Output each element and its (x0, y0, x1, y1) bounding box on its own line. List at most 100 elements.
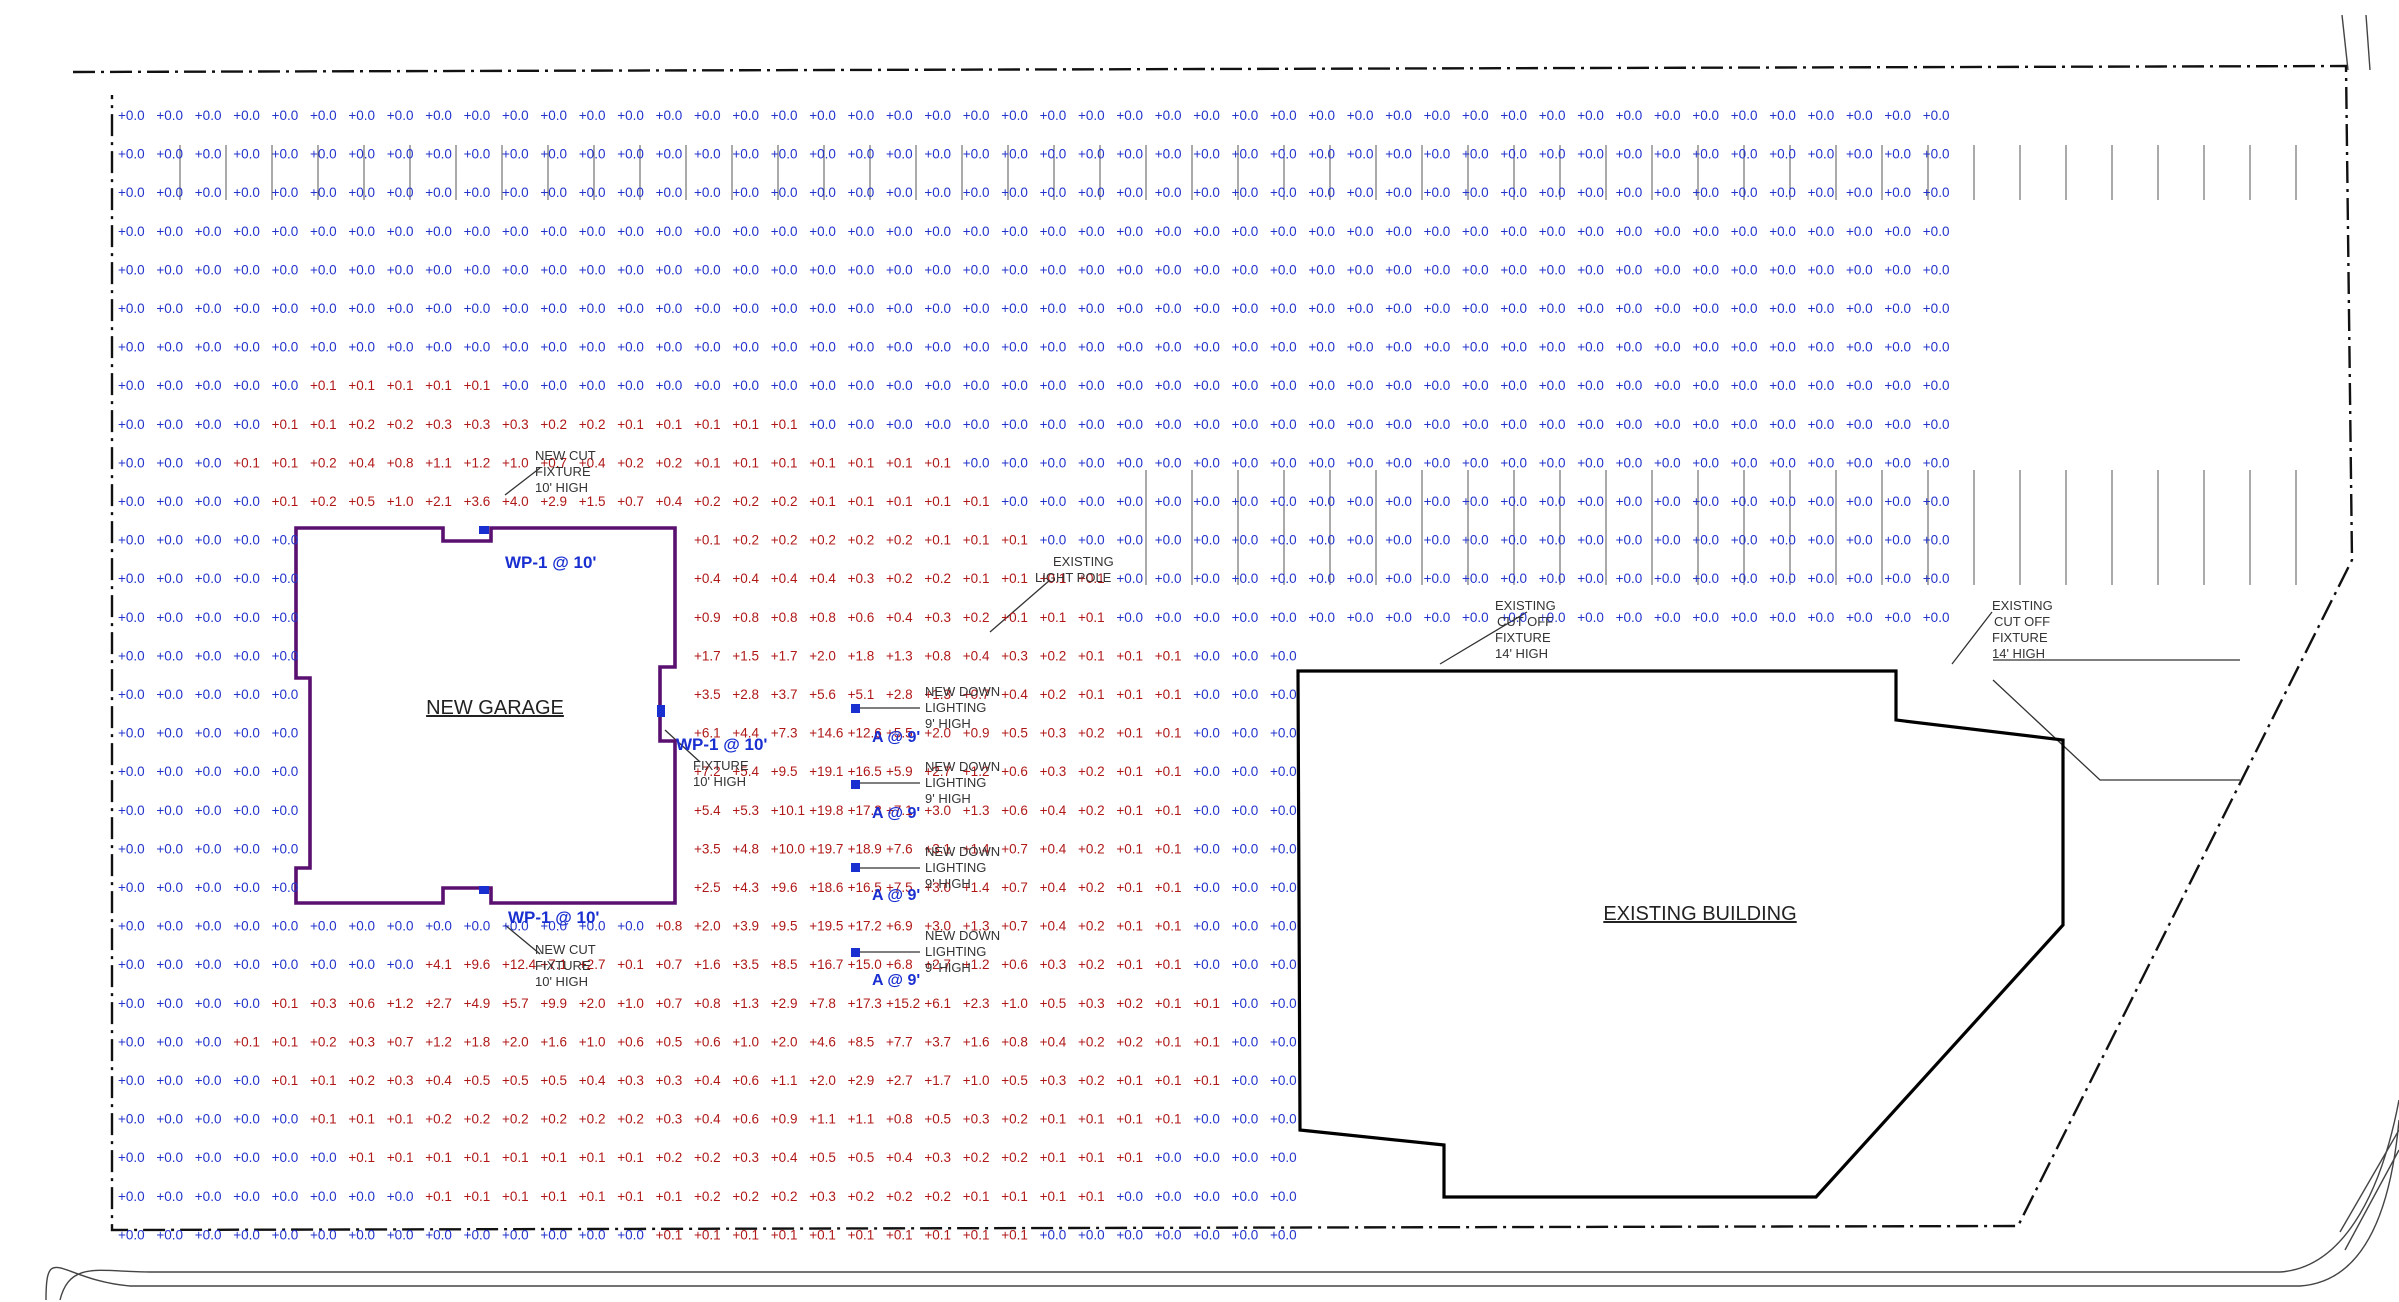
grid-value: +0.0 (1232, 803, 1259, 818)
grid-value: +0.0 (156, 185, 183, 200)
grid-value: +0.2 (1001, 1112, 1028, 1127)
grid-value: +0.0 (233, 417, 260, 432)
grid-value: +0.0 (1270, 919, 1297, 934)
grid-value: +0.7 (963, 687, 990, 702)
grid-value: +0.0 (1539, 533, 1566, 548)
grid-value: +0.1 (848, 494, 875, 509)
svg-text:NEW CUT: NEW CUT (535, 942, 596, 957)
grid-value: +0.0 (963, 417, 990, 432)
grid-value: +0.1 (272, 1034, 299, 1049)
grid-value: +0.0 (1616, 340, 1643, 355)
grid-value: +0.0 (1884, 610, 1911, 625)
grid-value: +0.0 (1193, 1150, 1220, 1165)
grid-value: +0.4 (1040, 919, 1067, 934)
svg-text:NEW DOWN: NEW DOWN (925, 928, 1000, 943)
grid-value: +0.0 (886, 417, 913, 432)
grid-value: +0.0 (118, 841, 145, 856)
grid-value: +0.7 (1001, 919, 1028, 934)
grid-value: +0.0 (1808, 262, 1835, 277)
grid-value: +0.0 (1424, 571, 1451, 586)
grid-value: +0.0 (1769, 378, 1796, 393)
grid-value: +0.0 (118, 1073, 145, 1088)
grid-value: +0.3 (1040, 764, 1067, 779)
grid-value: +0.0 (195, 494, 222, 509)
wp1-label-north: WP-1 @ 10' (505, 553, 596, 572)
grid-value: +8.5 (771, 957, 798, 972)
grid-value: +0.3 (924, 610, 951, 625)
grid-value: +0.0 (732, 301, 759, 316)
grid-value: +0.2 (310, 494, 337, 509)
grid-value: +0.1 (963, 494, 990, 509)
grid-value: +5.6 (809, 687, 836, 702)
grid-value: +0.0 (732, 340, 759, 355)
grid-value: +0.0 (1155, 610, 1182, 625)
grid-value: +0.0 (464, 108, 491, 123)
grid-value: +0.4 (886, 1150, 913, 1165)
grid-value: +0.0 (1923, 301, 1950, 316)
grid-value: +0.0 (1193, 108, 1220, 123)
grid-value: +0.0 (732, 108, 759, 123)
grid-value: +0.0 (924, 378, 951, 393)
grid-value: +0.0 (195, 1073, 222, 1088)
grid-value: +0.0 (1001, 494, 1028, 509)
grid-value: +0.3 (617, 1073, 644, 1088)
grid-value: +0.0 (1193, 764, 1220, 779)
grid-value: +0.0 (924, 262, 951, 277)
grid-value: +0.0 (1193, 262, 1220, 277)
grid-value: +0.0 (1078, 108, 1105, 123)
grid-value: +0.7 (1001, 841, 1028, 856)
grid-value: +2.3 (963, 996, 990, 1011)
grid-value: +9.6 (771, 880, 798, 895)
grid-value: +0.0 (425, 340, 452, 355)
grid-value: +0.0 (233, 803, 260, 818)
grid-value: +0.0 (1155, 262, 1182, 277)
grid-value: +3.7 (924, 1034, 951, 1049)
grid-value: +0.1 (272, 996, 299, 1011)
grid-value: +0.0 (233, 957, 260, 972)
grid-value: +0.0 (1078, 224, 1105, 239)
svg-text:NEW DOWN: NEW DOWN (925, 684, 1000, 699)
grid-value: +0.0 (1385, 378, 1412, 393)
grid-value: +0.0 (1193, 494, 1220, 509)
grid-value: +0.0 (1347, 610, 1374, 625)
a9-labels: A @ 9' A @ 9' A @ 9' A @ 9' (872, 729, 920, 989)
grid-value: +0.0 (848, 378, 875, 393)
grid-value: +0.0 (1616, 185, 1643, 200)
grid-value: +0.0 (387, 919, 414, 934)
grid-value: +0.0 (310, 1227, 337, 1242)
grid-value: +0.0 (425, 262, 452, 277)
grid-value: +0.0 (118, 533, 145, 548)
grid-value: +0.0 (1731, 378, 1758, 393)
grid-value: +0.0 (1846, 494, 1873, 509)
grid-value: +0.6 (848, 610, 875, 625)
grid-value: +0.0 (387, 1227, 414, 1242)
grid-value: +0.0 (348, 301, 375, 316)
grid-value: +0.0 (771, 340, 798, 355)
grid-value: +0.0 (1500, 494, 1527, 509)
grid-value: +0.1 (1040, 1189, 1067, 1204)
grid-value: +0.0 (118, 185, 145, 200)
grid-value: +0.5 (464, 1073, 491, 1088)
grid-value: +0.0 (195, 880, 222, 895)
grid-value: +0.0 (656, 301, 683, 316)
grid-value: +0.1 (1078, 610, 1105, 625)
grid-value: +0.0 (1232, 571, 1259, 586)
grid-value: +0.0 (1232, 687, 1259, 702)
grid-value: +0.0 (848, 417, 875, 432)
grid-value: +0.0 (1654, 262, 1681, 277)
grid-value: +0.0 (1347, 417, 1374, 432)
grid-value: +0.0 (1500, 533, 1527, 548)
svg-text:EXISTING: EXISTING (1495, 598, 1556, 613)
grid-value: +0.0 (771, 224, 798, 239)
grid-value: +0.0 (1884, 340, 1911, 355)
grid-value: +0.0 (1347, 224, 1374, 239)
grid-value: +0.0 (1347, 185, 1374, 200)
grid-value: +0.0 (1731, 147, 1758, 162)
grid-value: +0.0 (272, 610, 299, 625)
grid-value: +1.3 (886, 648, 913, 663)
grid-value: +0.0 (694, 108, 721, 123)
grid-value: +0.1 (617, 1150, 644, 1165)
grid-value: +0.0 (1654, 571, 1681, 586)
grid-value: +0.0 (502, 224, 529, 239)
grid-value: +19.5 (809, 919, 843, 934)
